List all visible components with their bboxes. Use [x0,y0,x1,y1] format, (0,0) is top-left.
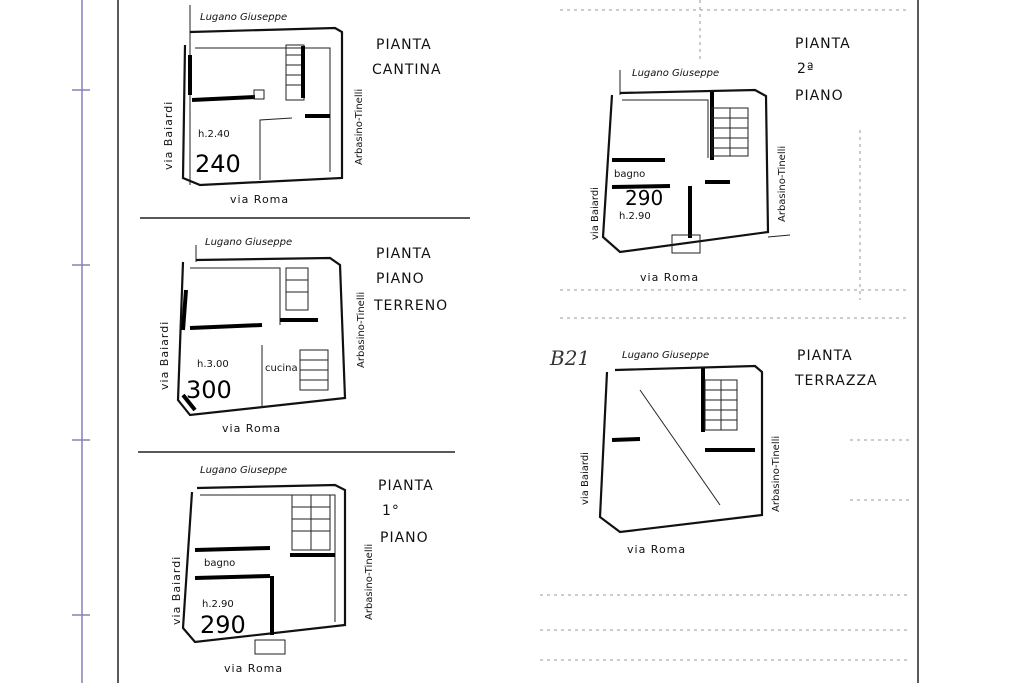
height-value: 300 [186,376,232,404]
north-street-label: Lugano Giuseppe [200,12,287,23]
west-street-label: via Baiardi [170,556,183,625]
height-value: 240 [195,150,241,178]
height-label: h.2.90 [619,211,651,222]
plan-title-line: CANTINA [372,62,442,78]
plan-primo-piano: Lugano Giuseppe via Baiardi Arbasino-Tin… [170,465,434,675]
plan-title-line: PIANTA [797,348,853,364]
height-label: h.2.90 [202,599,234,610]
plan-title-line: TERRENO [373,298,448,314]
west-street-label: via Baiardi [590,187,601,240]
north-street-label: Lugano Giuseppe [632,68,719,79]
plan-title-line: PIANTA [378,478,434,494]
west-street-label: via Baiardi [580,452,591,505]
plan-title-line: PIANTA [376,37,432,53]
east-street-label: Arbasino-Tinelli [354,89,365,165]
plan-terrazza: Lugano Giuseppe via Baiardi Arbasino-Tin… [580,348,878,556]
room-label: bagno [204,558,235,569]
scan-noise [540,0,910,661]
room-label: cucina [265,363,298,374]
north-street-label: Lugano Giuseppe [622,350,709,361]
east-street-label: Arbasino-Tinelli [364,544,375,620]
east-street-label: Arbasino-Tinelli [777,146,788,222]
plan-piano-terreno: Lugano Giuseppe via Baiardi Arbasino-Tin… [158,237,448,435]
height-value: 290 [200,611,246,639]
plan-title-line: PIANO [380,530,429,546]
height-value: 290 [625,186,663,210]
south-street-label: via Roma [627,543,686,556]
plan-title-line: 1° [382,503,400,519]
south-street-label: via Roma [230,193,289,206]
south-street-label: via Roma [222,422,281,435]
height-label: h.3.00 [197,359,229,370]
plan-title-line: PIANTA [795,36,851,52]
south-street-label: via Roma [224,662,283,675]
plan-title-line: PIANO [795,88,844,104]
west-street-label: via Baiardi [162,101,175,170]
plan-title-line: 2ª [797,61,815,77]
room-label: bagno [614,169,645,180]
east-street-label: Arbasino-Tinelli [771,436,782,512]
north-street-label: Lugano Giuseppe [200,465,287,476]
north-street-label: Lugano Giuseppe [205,237,292,248]
handwritten-annotation: B21 [549,346,590,370]
south-street-label: via Roma [640,271,699,284]
plan-title-line: PIANO [376,271,425,287]
plan-title-line: TERRAZZA [794,373,878,389]
plan-secondo-piano: Lugano Giuseppe via Baiardi Arbasino-Tin… [590,36,851,284]
height-label: h.2.40 [198,129,230,140]
plan-cantina: Lugano Giuseppe via Baiardi Arbasino-Tin… [162,5,442,206]
plan-title-line: PIANTA [376,246,432,262]
east-street-label: Arbasino-Tinelli [356,292,367,368]
margin-ticks [72,89,90,616]
west-street-label: via Baiardi [158,321,171,390]
